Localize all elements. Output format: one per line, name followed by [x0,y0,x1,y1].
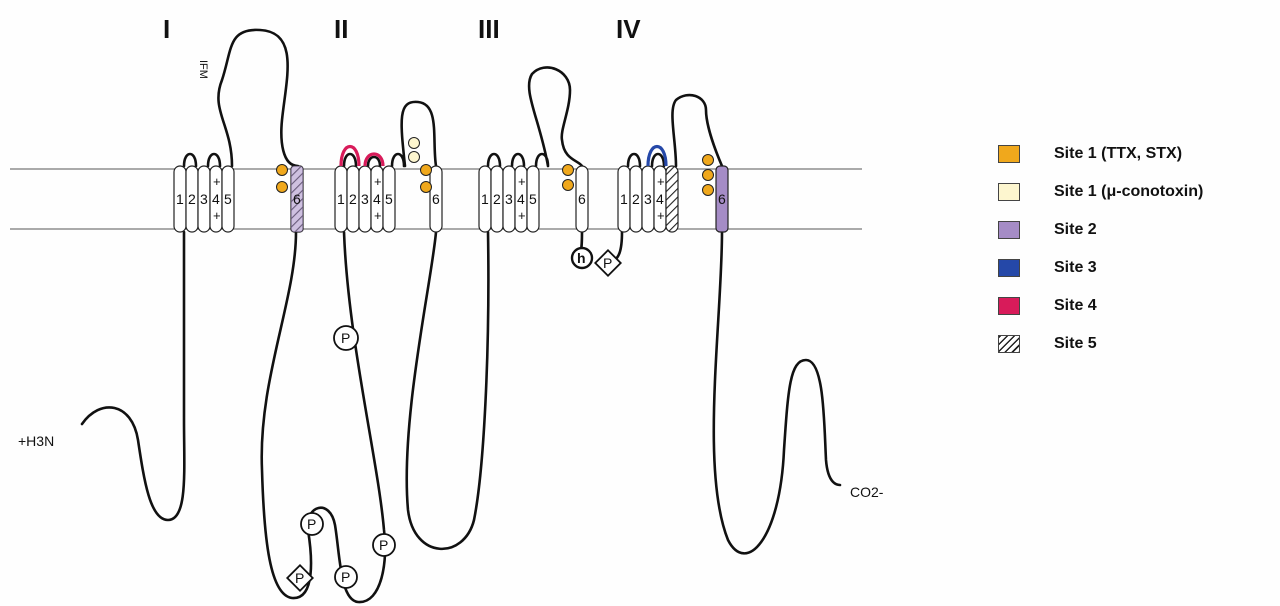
site1-conotoxin-marker [409,138,420,149]
phosphorylation-site-label: P [379,537,388,553]
site1-ttx-marker [703,155,714,166]
segment-iii-5-label: 5 [529,191,537,207]
phosphorylation-diamond-label: P [603,255,612,271]
legend-swatch [998,221,1020,239]
c-terminus-label: CO2- [850,484,884,500]
site1-ttx-marker [277,165,288,176]
domain-label-iv: IV [616,14,641,44]
legend-item-site5: Site 5 [998,325,1278,363]
domain-iii-segments: 1 2 3 4 5 6 + + [479,166,588,232]
segment-iii-1-label: 1 [481,191,489,207]
site1-ttx-marker [277,182,288,193]
legend-item-site1-ttx-stx: Site 1 (TTX, STX) [998,135,1278,173]
charge-plus: + [213,208,221,223]
segment-i-5-label: 5 [224,191,232,207]
segment-i-6-label: 6 [293,191,301,207]
legend-label: Site 1 (μ-conotoxin) [1054,183,1203,201]
charge-plus: + [657,174,665,189]
segment-iv-1-label: 1 [620,191,628,207]
segment-ii-4-label: 4 [373,191,381,207]
site1-ttx-marker [703,170,714,181]
segment-ii-3-label: 3 [361,191,369,207]
segment-i-1-label: 1 [176,191,184,207]
site1-ttx-marker [421,182,432,193]
legend-item-site2: Site 2 [998,211,1278,249]
segment-iii-3-label: 3 [505,191,513,207]
segment-i-3-label: 3 [200,191,208,207]
segment-ii-1-label: 1 [337,191,345,207]
segment-iii-6-label: 6 [578,191,586,207]
site1-ttx-marker [563,180,574,191]
segment-iv-2-label: 2 [632,191,640,207]
site1-conotoxin-marker [409,152,420,163]
site1-ttx-marker [563,165,574,176]
legend-label: Site 4 [1054,297,1097,315]
segment-ii-5-label: 5 [385,191,393,207]
segment-iv-6-label: 6 [718,191,726,207]
segment-iv-5 [666,166,678,232]
ifm-motif-label: IFM [197,60,209,79]
segment-iii-2-label: 2 [493,191,501,207]
charge-plus: + [518,174,526,189]
inactivation-gate-label: h [577,250,586,266]
phosphorylation-site-label: P [307,516,316,532]
legend-label: Site 2 [1054,221,1097,239]
site1-ttx-marker [421,165,432,176]
phosphorylation-sites: P P P P P [287,326,395,591]
segment-ii-6-label: 6 [432,191,440,207]
segment-iv-3-label: 3 [644,191,652,207]
legend-swatch [998,259,1020,277]
legend-item-site4: Site 4 [998,287,1278,325]
polypeptide-chain [82,30,840,602]
charge-plus: + [657,208,665,223]
charge-plus: + [518,208,526,223]
legend-swatch [998,145,1020,163]
segment-i-4-label: 4 [212,191,220,207]
legend-swatch [998,183,1020,201]
legend-label: Site 3 [1054,259,1097,277]
legend-label: Site 1 (TTX, STX) [1054,145,1182,163]
binding-site-legend: Site 1 (TTX, STX) Site 1 (μ-conotoxin) S… [998,135,1278,363]
domain-label-ii: II [334,14,348,44]
legend-item-site1-conotoxin: Site 1 (μ-conotoxin) [998,173,1278,211]
site1-ttx-marker [703,185,714,196]
segment-ii-2-label: 2 [349,191,357,207]
segment-i-2-label: 2 [188,191,196,207]
segment-iv-4-label: 4 [656,191,664,207]
charge-plus: + [374,208,382,223]
legend-item-site3: Site 3 [998,249,1278,287]
domain-label-i: I [163,14,170,44]
domain-i-segments: 1 2 3 4 5 6 + + [174,166,303,232]
charge-plus: + [213,174,221,189]
segment-iii-4-label: 4 [517,191,525,207]
legend-swatch [998,297,1020,315]
phosphorylation-site-label: P [341,330,350,346]
domain-label-iii: III [478,14,500,44]
phosphorylation-site-label: P [341,569,350,585]
charge-plus: + [374,174,382,189]
phosphorylation-diamond-label: P [295,570,304,586]
legend-label: Site 5 [1054,335,1097,353]
legend-swatch [998,335,1020,353]
n-terminus-label: +H3N [18,433,54,449]
